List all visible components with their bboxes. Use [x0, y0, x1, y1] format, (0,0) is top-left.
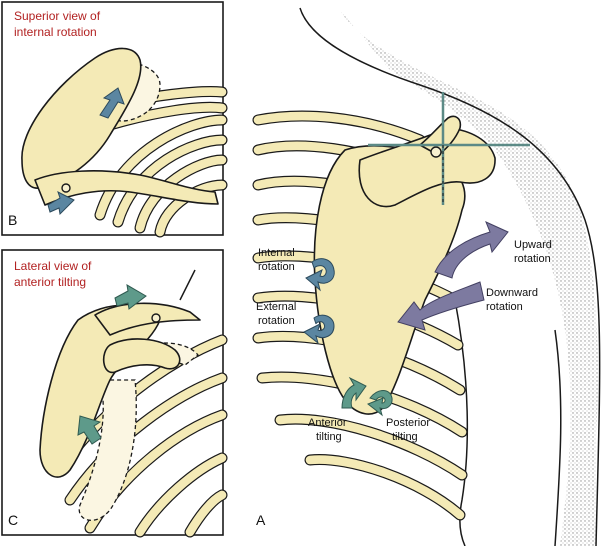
panel-b-joint-marker	[61, 183, 71, 193]
external-rotation-label-line1: External	[256, 301, 296, 313]
anterior-tilting-label-line1: Anterior	[308, 417, 347, 429]
panel-a-joint-marker	[430, 146, 442, 158]
panel-a-arm-outline	[554, 329, 562, 546]
panel-c-arm-line	[179, 269, 196, 301]
downward-rotation-label-line2: rotation	[486, 301, 523, 313]
upward-rotation-arrow	[434, 221, 509, 279]
panel-b-letter: B	[8, 212, 17, 228]
panel-a: Internal rotation External rotation Upwa…	[252, 7, 601, 546]
panel-c-coracoid	[102, 338, 181, 374]
downward-rotation-arrow	[397, 281, 485, 331]
posterior-tilting-label-line1: Posterior	[386, 417, 430, 429]
posterior-tilting-label-line2: tilting	[392, 431, 418, 443]
posterior-tilting-arrow	[367, 390, 393, 417]
panel-c-letter: C	[8, 512, 18, 528]
upward-rotation-label-line1: Upward	[514, 239, 552, 251]
anterior-tilting-label-line2: tilting	[316, 431, 342, 443]
panel-c-joint-marker	[151, 313, 161, 323]
external-rotation-arrow	[303, 314, 335, 345]
internal-rotation-arrow	[305, 258, 335, 292]
panel-b: Superior view of internal rotation B	[1, 1, 228, 238]
anterior-tilting-arrow	[341, 376, 367, 409]
panel-c-anterior-tilting-arrow-upper	[114, 284, 147, 310]
panel-c-caption-line2: anterior tilting	[14, 275, 86, 289]
panel-c-caption-line1: Lateral view of	[14, 259, 92, 273]
upward-rotation-label-line2: rotation	[514, 253, 551, 265]
panel-c-anterior-tilting-arrow-lower	[77, 415, 102, 445]
panel-b-caption-line1: Superior view of	[14, 9, 101, 23]
panel-a-neck-shoulder-outline	[299, 7, 601, 546]
internal-rotation-label-line1: Internal	[258, 247, 295, 259]
external-rotation-label-line2: rotation	[258, 315, 295, 327]
panel-a-letter: A	[256, 512, 266, 528]
panel-c-acromion	[94, 302, 201, 336]
internal-rotation-label-line2: rotation	[258, 261, 295, 273]
panel-c: Lateral view of anterior tilting C	[1, 249, 228, 538]
panel-b-internal-rotation-arrow-upper	[99, 87, 125, 119]
downward-rotation-label-line1: Downward	[486, 287, 538, 299]
panel-b-internal-rotation-arrow-lower	[47, 191, 75, 216]
panel-b-caption-line2: internal rotation	[14, 25, 97, 39]
panel-b-clavicle	[34, 170, 219, 206]
